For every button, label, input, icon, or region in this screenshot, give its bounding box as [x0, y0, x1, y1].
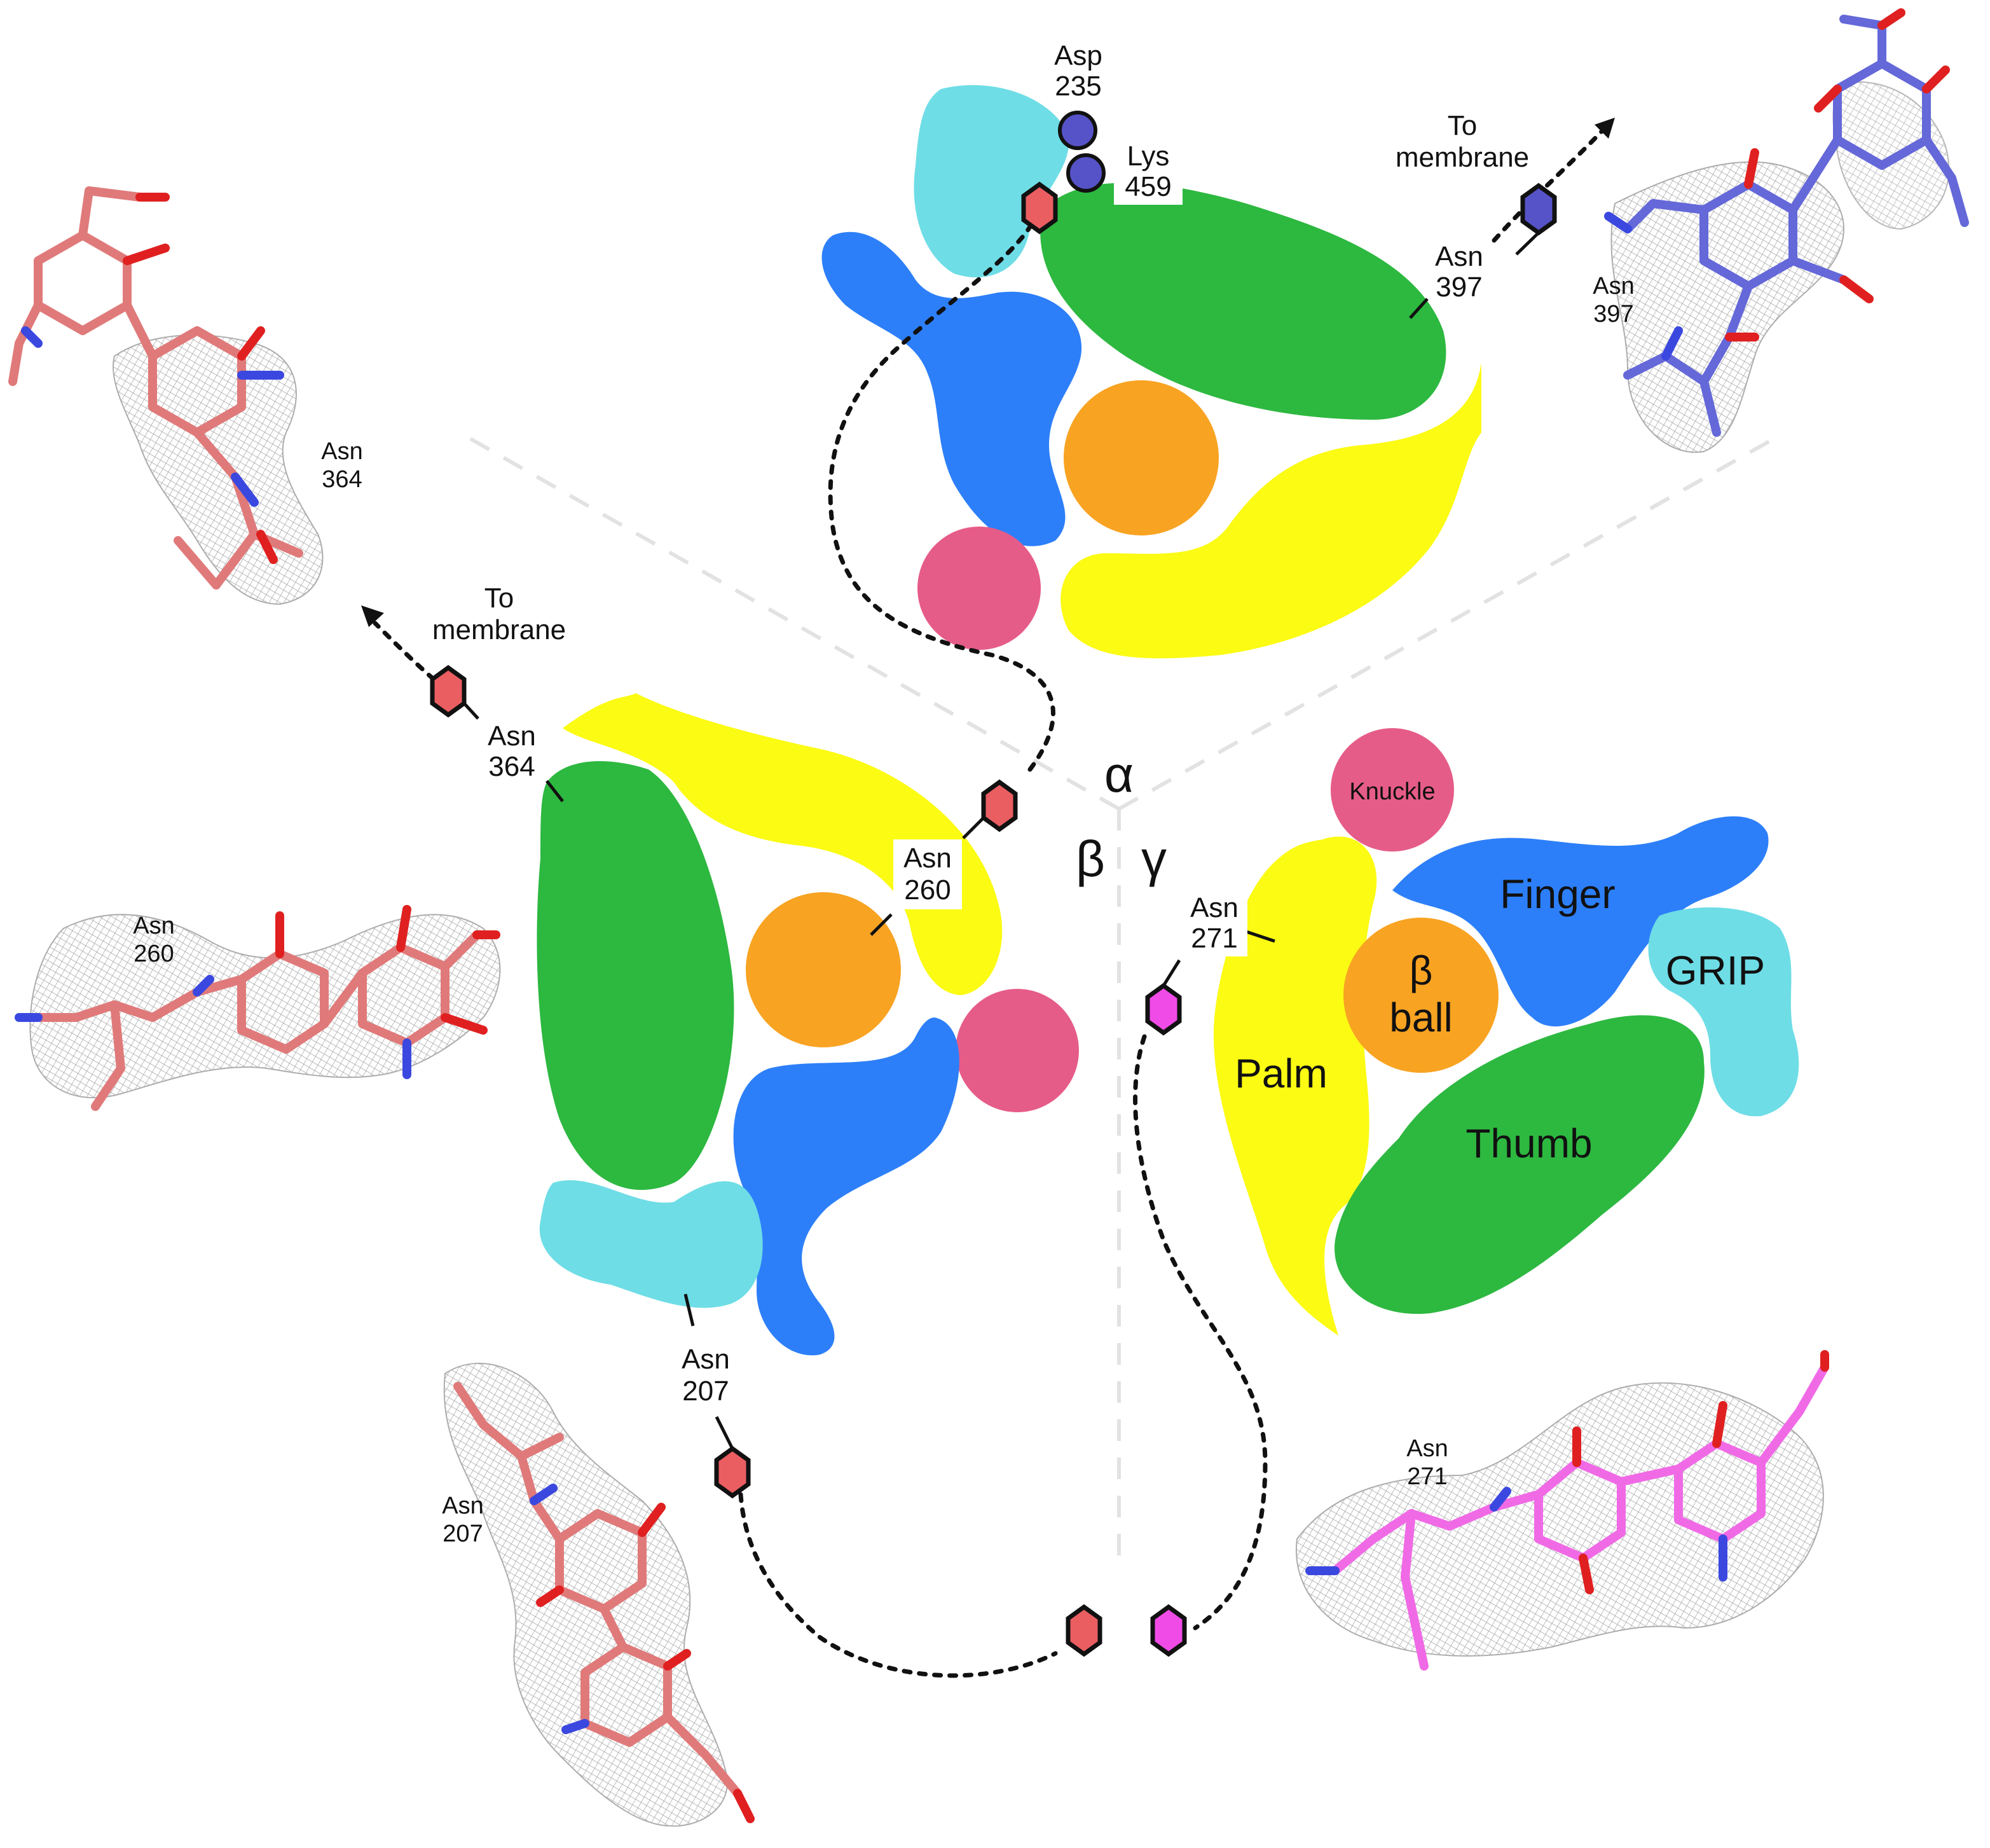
svg-text:235: 235 [1055, 71, 1101, 102]
beta-knuckle-domain [956, 989, 1079, 1112]
asn271-label: Asn 271 [1180, 890, 1247, 956]
hexagon-glycan-icon [981, 779, 1018, 832]
residue-circle-icon [1058, 111, 1097, 150]
svg-text:Asn: Asn [1190, 892, 1239, 923]
beta-finger-domain [733, 1017, 959, 1356]
beta-palm-domain [563, 693, 1003, 995]
to-membrane-right-label: To membrane [1396, 110, 1529, 173]
svg-text:459: 459 [1125, 171, 1171, 202]
asn364-label: Asn 364 [488, 721, 536, 782]
gamma-beta-ball-domain [1343, 918, 1499, 1073]
asn364-structure-inset: Asn 364 [8, 186, 363, 605]
asn260-structure-label-line1: Asn [133, 913, 174, 939]
hexagon-glycan-icon [430, 665, 467, 718]
hexagon-glycan-icon [1145, 983, 1182, 1036]
svg-text:260: 260 [904, 874, 950, 906]
asn207-structure-label-line2: 207 [443, 1520, 483, 1547]
svg-text:To: To [1448, 110, 1477, 141]
svg-text:Asn: Asn [1435, 241, 1483, 272]
asn260-structure-label-line2: 260 [134, 941, 174, 967]
alpha-thumb-domain [1040, 183, 1446, 420]
asn397-structure-inset: Asn 397 [1593, 8, 1969, 453]
svg-text:membrane: membrane [1396, 142, 1529, 173]
gamma-finger-domain [1392, 816, 1769, 1027]
grip-label: GRIP [1666, 948, 1765, 993]
beta-grip-domain [539, 1180, 763, 1308]
alpha-subunit-label: α [1104, 746, 1134, 803]
svg-text:Asn: Asn [488, 721, 536, 752]
svg-text:271: 271 [1191, 923, 1237, 954]
residue-circle-icon [1066, 153, 1106, 193]
asn207-structure-inset: Asn 207 [442, 1363, 755, 1827]
beta-ball-label-line1: β [1410, 948, 1433, 993]
svg-text:Lys: Lys [1127, 141, 1170, 172]
alpha-palm-domain [1060, 362, 1481, 659]
svg-text:207: 207 [682, 1376, 729, 1407]
svg-text:membrane: membrane [432, 614, 566, 645]
gamma-thumb-domain [1335, 1015, 1705, 1314]
hexagon-glycan-icon [1021, 181, 1058, 235]
arrow-icon [361, 605, 384, 627]
beta-thumb-domain [537, 761, 734, 1190]
label-connectors [463, 231, 1540, 1450]
asn271-structure-label-line1: Asn [1406, 1435, 1448, 1462]
beta-beta-ball-domain [746, 892, 901, 1047]
hexagon-glycan-icon [1150, 1604, 1187, 1657]
alpha-knuckle-domain [917, 527, 1041, 650]
finger-label: Finger [1500, 871, 1615, 917]
alpha-finger-domain [821, 231, 1082, 546]
asn397-label: Asn 397 [1435, 241, 1483, 303]
svg-text:Asn: Asn [682, 1344, 730, 1375]
asn207-structure-label-line1: Asn [442, 1493, 483, 1519]
asn271-structure-inset: Asn 271 [1295, 1350, 1829, 1671]
subunit-divider-lines [469, 437, 1775, 1571]
hexagon-glycan-icon [1520, 183, 1557, 236]
asn260-label: Asn 260 [893, 839, 962, 909]
to-membrane-left-label: To membrane [432, 583, 566, 645]
gamma-knuckle-domain [1331, 728, 1454, 852]
beta-ball-label-line2: ball [1389, 995, 1453, 1040]
svg-text:Asp: Asp [1054, 40, 1102, 71]
svg-text:To: To [484, 583, 514, 614]
hexagon-glycan-icon [714, 1445, 751, 1499]
glycan-dotted-paths [373, 121, 1611, 1678]
hexagon-glycan-icon [1066, 1604, 1102, 1657]
asp235-label: Asp 235 [1049, 38, 1108, 104]
arrow-icon [1595, 118, 1615, 139]
alpha-beta-ball-domain [1064, 380, 1219, 535]
knuckle-label: Knuckle [1349, 778, 1435, 805]
beta-subunit-label: β [1076, 831, 1105, 887]
asn397-structure-label-line1: Asn [1593, 273, 1634, 300]
palm-label: Palm [1235, 1051, 1328, 1096]
asn260-structure-inset: Asn 260 [15, 905, 501, 1111]
svg-text:364: 364 [488, 751, 535, 782]
gamma-subunit: Knuckle Finger GRIP β ball Palm Thumb [1213, 728, 1799, 1335]
svg-text:397: 397 [1436, 272, 1482, 303]
thumb-label: Thumb [1465, 1121, 1592, 1166]
asn397-structure-label-line2: 397 [1593, 301, 1633, 328]
gamma-subunit-label: γ [1141, 831, 1167, 887]
svg-text:Asn: Asn [903, 843, 952, 874]
asn364-structure-label-line2: 364 [322, 466, 362, 493]
lys459-label: Lys 459 [1114, 139, 1183, 205]
asn271-structure-label-line2: 271 [1407, 1463, 1447, 1490]
asn364-structure-label-line1: Asn [321, 438, 362, 465]
alpha-subunit [821, 85, 1481, 659]
beta-subunit [537, 693, 1079, 1356]
glycan-hexagons [430, 181, 1557, 1657]
gamma-palm-domain [1213, 836, 1377, 1335]
alpha-grip-domain [914, 85, 1069, 278]
gamma-grip-domain [1648, 907, 1799, 1117]
asn207-label: Asn 207 [682, 1344, 730, 1407]
